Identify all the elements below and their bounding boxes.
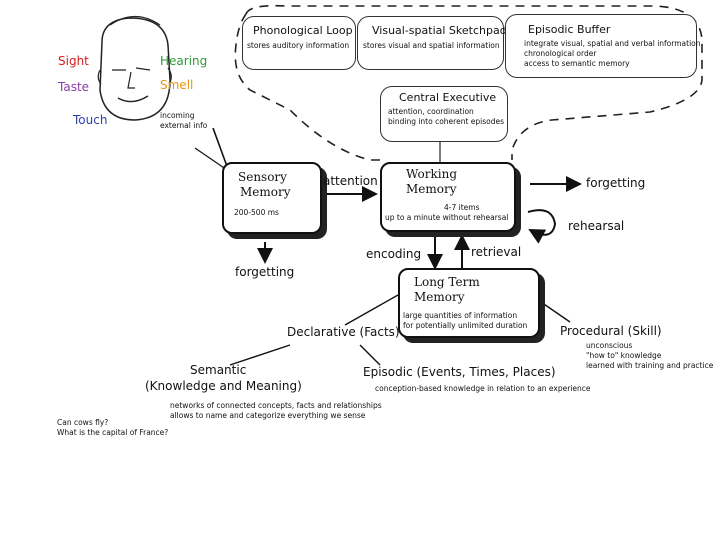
ltm-desc-2: for potentially unlimited duration [403, 321, 528, 330]
attention-label: attention [323, 174, 378, 188]
procedural-line3: learned with training and practice [586, 361, 714, 370]
declarative-label: Declarative (Facts) [287, 325, 400, 339]
phonological-loop-desc: stores auditory information [247, 41, 350, 50]
example-question-2: What is the capital of France? [57, 428, 169, 437]
sketchpad-title: Visual-spatial Sketchpad [372, 24, 507, 37]
retrieval-label: retrieval [471, 245, 522, 259]
working-memory-duration: up to a minute without rehearsal [385, 213, 509, 222]
episodic-branch [359, 344, 381, 366]
rehearsal-loop-arrow [527, 209, 557, 244]
procedural-line2: "how to" knowledge [586, 351, 662, 360]
semantic-branch [229, 344, 291, 366]
long-term-memory-box: Long Term Memory large quantities of inf… [398, 268, 540, 338]
example-question-1: Can cows fly? [57, 418, 109, 427]
sensory-memory-title-1: Sensory [238, 170, 287, 184]
semantic-label: Semantic [190, 363, 247, 377]
incoming-info-line2: external info [160, 121, 208, 130]
wm-forgetting-label: forgetting [586, 176, 646, 190]
sketchpad-desc: stores visual and spatial information [363, 41, 500, 50]
sensory-memory-title-2: Memory [240, 185, 291, 199]
central-executive-line2: binding into coherent episodes [388, 117, 505, 126]
procedural-line1: unconscious [586, 341, 633, 350]
dashed-cloud-outline [234, 4, 703, 161]
encoding-label: encoding [366, 247, 422, 261]
sensory-forgetting-label: forgetting [235, 265, 295, 279]
episodic-label: Episodic (Events, Times, Places) [363, 365, 556, 379]
semantic-line1: networks of connected concepts, facts an… [170, 401, 382, 410]
working-memory-title-2: Memory [406, 182, 457, 196]
semantic-line2: allows to name and categorize everything… [170, 411, 366, 420]
sensory-memory-duration: 200-500 ms [234, 208, 279, 217]
working-memory-capacity: 4-7 items [444, 203, 480, 212]
sense-sight: Sight [58, 54, 89, 68]
central-executive-line1: attention, coordination [388, 107, 474, 116]
ltm-desc-1: large quantities of information [403, 311, 518, 320]
procedural-branch [537, 299, 571, 323]
episodic-buffer-line1: integrate visual, spatial and verbal inf… [524, 39, 701, 48]
ltm-title-2: Memory [414, 290, 465, 304]
central-executive-box: Central Executive attention, coordinatio… [380, 86, 508, 142]
sense-hearing: Hearing [160, 54, 208, 68]
ltm-title-1: Long Term [414, 275, 480, 289]
episodic-line1: conception-based knowledge in relation t… [375, 384, 591, 393]
sense-smell: Smell [160, 78, 194, 92]
phonological-loop-title: Phonological Loop [253, 24, 353, 37]
head-outline [99, 17, 171, 121]
episodic-buffer-title: Episodic Buffer [528, 23, 611, 36]
sense-touch: Touch [73, 113, 108, 127]
rehearsal-label: rehearsal [568, 219, 625, 233]
sense-taste: Taste [58, 80, 90, 94]
procedural-label: Procedural (Skill) [560, 324, 662, 338]
phonological-loop-box: Phonological Loop stores auditory inform… [242, 16, 356, 70]
episodic-buffer-line2: chronological order [524, 49, 597, 58]
declarative-branch [344, 294, 399, 326]
semantic-subtitle: (Knowledge and Meaning) [145, 379, 302, 393]
incoming-info-line1: incoming [160, 111, 195, 120]
episodic-buffer-box: Episodic Buffer integrate visual, spatia… [505, 14, 701, 78]
visual-spatial-sketchpad-box: Visual-spatial Sketchpad stores visual a… [357, 16, 507, 70]
episodic-buffer-line3: access to semantic memory [524, 59, 630, 68]
sensory-memory-box: Sensory Memory 200-500 ms [222, 162, 322, 234]
central-executive-title: Central Executive [399, 91, 497, 104]
working-memory-box: Working Memory 4-7 items up to a minute … [380, 162, 516, 232]
working-memory-title-1: Working [406, 167, 457, 181]
